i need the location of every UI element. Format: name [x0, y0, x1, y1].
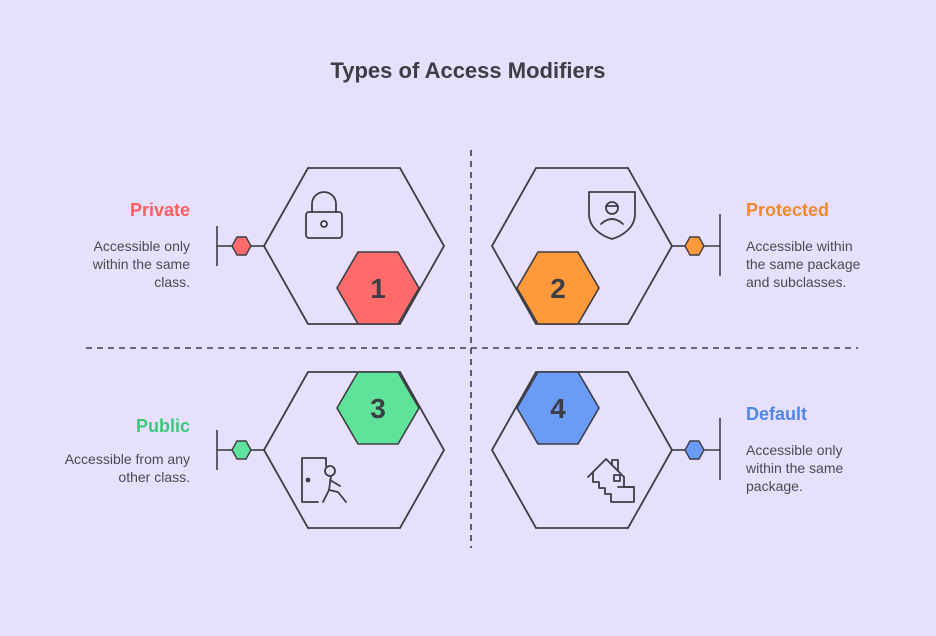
protected-connector-hexagon	[684, 236, 705, 256]
private-connector-hexagon	[231, 236, 252, 256]
diagram-title: Types of Access Modifiers	[330, 58, 606, 83]
private-label: Private	[129, 200, 190, 220]
default-label: Default	[746, 404, 808, 424]
default-description-line: Accessible only	[746, 442, 843, 458]
private-outline-hexagon	[262, 167, 446, 325]
protected-description-line: and subclasses.	[746, 274, 847, 290]
public-connector-hexagon	[231, 440, 252, 460]
protected-description-line: the same package	[746, 256, 861, 272]
protected-number: 2	[550, 273, 566, 304]
protected-number-hexagon	[516, 251, 600, 325]
private-number: 1	[370, 273, 386, 304]
protected-description-line: Accessible within	[746, 238, 853, 254]
protected-description: Accessible within the same package and s…	[746, 237, 916, 291]
private-description-line: Accessible only	[93, 238, 191, 254]
private-description-line: class.	[154, 274, 190, 290]
default-description: Accessible only within the same package.	[746, 441, 916, 495]
person-exit-door-icon	[301, 457, 347, 503]
private-connector	[216, 226, 264, 266]
public-description-line: other class.	[118, 469, 190, 485]
private-description: Accessible only within the same class.	[40, 237, 190, 291]
default-number: 4	[550, 393, 566, 424]
public-label: Public	[135, 416, 190, 436]
protected-label: Protected	[746, 200, 830, 220]
public-description-line: Accessible from any	[64, 451, 190, 467]
private-number-hexagon	[336, 251, 420, 325]
shield-person-icon	[588, 191, 636, 240]
public-number-hexagon	[336, 371, 420, 445]
private-description-line: within the same	[92, 256, 190, 272]
public-description: Accessible from any other class.	[30, 450, 190, 486]
public-outline-hexagon	[262, 371, 446, 529]
default-description-line: package.	[746, 478, 803, 494]
lock-icon	[305, 191, 343, 239]
default-description-line: within the same	[746, 460, 844, 476]
public-connector	[216, 430, 264, 470]
public-number: 3	[370, 393, 386, 424]
house-icon	[587, 458, 635, 503]
default-connector-hexagon	[684, 440, 705, 460]
protected-connector	[672, 214, 721, 276]
default-number-hexagon	[516, 371, 600, 445]
default-connector	[672, 418, 721, 480]
